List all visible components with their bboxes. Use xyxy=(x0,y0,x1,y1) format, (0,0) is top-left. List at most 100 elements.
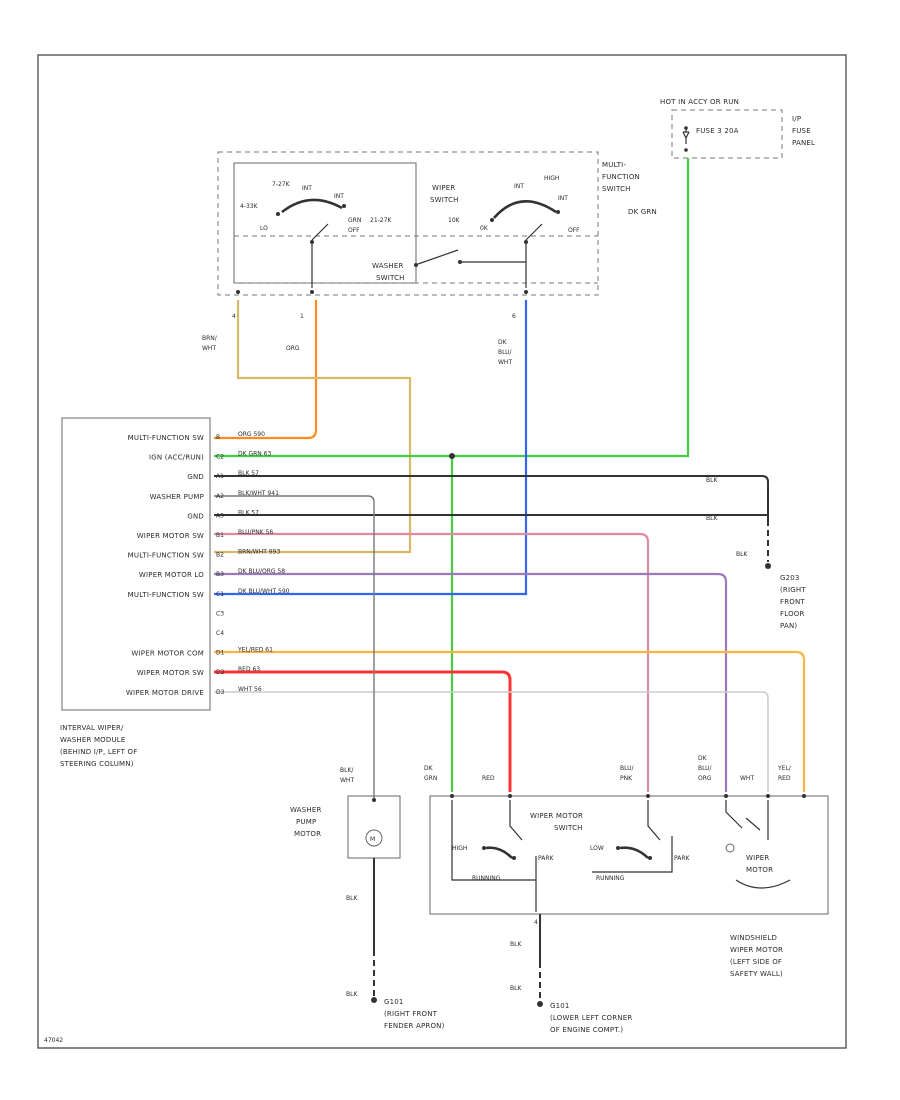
pump-ground-2: (RIGHT FRONT xyxy=(384,1010,438,1018)
module-row-wire: BLU/PNK 56 xyxy=(238,529,273,536)
module-row-label: GND xyxy=(187,473,204,481)
module-row-pin: B xyxy=(216,434,220,441)
left-pos-6: OFF xyxy=(348,227,360,234)
module-row-label: IGN (ACC/RUN) xyxy=(149,454,204,462)
multi-function-switch: MULTI- FUNCTION SWITCH WIPER SWITCH 7-27… xyxy=(202,151,657,366)
module-desc-2: WASHER MODULE xyxy=(60,736,126,744)
module-row-pin: B2 xyxy=(216,552,224,559)
pump-wire-1: BLK/ xyxy=(340,767,354,774)
wire-yellow xyxy=(214,650,806,792)
left-pos-4: INT xyxy=(334,193,344,200)
motor-wire-c1: BLU/ xyxy=(620,765,635,772)
module-row-pin: D1 xyxy=(216,650,225,657)
switch-pin-b: 1 xyxy=(300,313,304,320)
panel-label-1: I/P xyxy=(792,115,801,123)
motor-wire-a1: DK xyxy=(424,765,434,772)
module-row-pin: C3 xyxy=(216,610,224,617)
wire-pink xyxy=(214,532,650,792)
motor-high: HIGH xyxy=(452,845,467,852)
motor-park-2: PARK xyxy=(674,855,691,862)
module-row-label: WIPER MOTOR SW xyxy=(137,532,204,540)
right-pos-1: 21-27K xyxy=(370,217,392,224)
pump-blk-2: BLK xyxy=(346,991,358,998)
wire-blue xyxy=(214,300,528,596)
motor-desc-4: SAFETY WALL) xyxy=(730,970,783,978)
wire-green xyxy=(214,158,690,458)
pump-name-2: PUMP xyxy=(296,818,316,826)
left-pos-2: 4-33K xyxy=(240,203,259,210)
wire-purple xyxy=(214,572,728,792)
left-pos-1: 7-27K xyxy=(272,181,291,188)
right-pos-7: OFF xyxy=(568,227,580,234)
motor-wire-f1: YEL/ xyxy=(777,765,792,772)
pump-name-3: MOTOR xyxy=(294,830,321,838)
module-row-label: MULTI-FUNCTION SW xyxy=(128,434,204,442)
blk-label-3: BLK xyxy=(736,551,748,558)
wires xyxy=(214,158,806,792)
module-row-wire: BLK 57 xyxy=(238,470,259,477)
motor-running-2: RUNNING xyxy=(596,875,625,882)
pump-m: M xyxy=(370,836,375,843)
module-row-pin: D2 xyxy=(216,669,225,676)
washer-switch-label-1: WASHER xyxy=(372,262,404,270)
g203-desc-4: FLOOR xyxy=(780,610,805,618)
module-desc-4: STEERING COLUMN) xyxy=(60,760,134,768)
wire-orange xyxy=(214,300,318,440)
module-row-pin: C2 xyxy=(216,454,224,461)
left-pos-5: LO xyxy=(260,225,268,232)
module-row-pin: C1 xyxy=(216,591,224,598)
ground-g203: BLK BLK BLK G203 (RIGHT FRONT FLOOR PAN) xyxy=(706,477,806,630)
motor-wire-a2: GRN xyxy=(424,775,437,782)
module-row-label: WIPER MOTOR SW xyxy=(137,669,204,677)
module-row-pin: A2 xyxy=(216,493,224,500)
module-row-label: GND xyxy=(187,512,204,520)
module-row-wire: YEL/RED 61 xyxy=(237,647,273,654)
motor-name-2: MOTOR xyxy=(746,866,773,874)
motor-desc-1: WINDSHIELD xyxy=(730,934,777,942)
module-row-wire: BLK/WHT 941 xyxy=(238,490,279,497)
module-row-label: WIPER MOTOR DRIVE xyxy=(126,689,204,697)
module-row-wire: DK GRN 63 xyxy=(238,451,271,458)
motor-wire-d3: ORG xyxy=(698,775,712,782)
right-pos-8: GRN xyxy=(348,217,361,224)
motor-pin-4: 4 xyxy=(534,919,538,926)
hot-label: HOT IN ACCY OR RUN xyxy=(660,98,739,106)
wire-label-blu: BLU/ xyxy=(498,349,513,356)
panel-label-2: FUSE xyxy=(792,127,811,135)
motor-ground-3: OF ENGINE COMPT.) xyxy=(550,1026,623,1034)
module-row-label: WIPER MOTOR LO xyxy=(139,571,204,579)
wiper-motor-assembly: DK GRN RED BLU/ PNK DK BLU/ ORG WHT YEL/… xyxy=(424,755,829,1034)
g203-desc-3: FRONT xyxy=(780,598,805,606)
module-row-pin: A1 xyxy=(216,473,224,480)
switch-name-2: FUNCTION xyxy=(602,173,640,181)
module-row-wire: WHT 56 xyxy=(238,686,262,693)
motor-switch-name-2: SWITCH xyxy=(554,824,583,832)
module-row-pin: B3 xyxy=(216,571,224,578)
pump-wire-2: WHT xyxy=(340,777,354,784)
module-row-wire: DK BLU/ORG 58 xyxy=(238,568,285,575)
g203-desc-5: PAN) xyxy=(780,622,797,630)
module-row-wire: ORG 590 xyxy=(238,431,265,438)
motor-wire-e: WHT xyxy=(740,775,754,782)
module-desc-1: INTERVAL WIPER/ xyxy=(60,724,124,732)
motor-ground-2: (LOWER LEFT CORNER xyxy=(550,1014,632,1022)
right-pos-6: INT xyxy=(558,195,568,202)
panel-label-3: PANEL xyxy=(792,139,815,147)
washer-switch-label-2: SWITCH xyxy=(376,274,405,282)
wiper-switch-label-1: WIPER xyxy=(432,184,456,192)
motor-wire-c2: PNK xyxy=(620,775,633,782)
wire-tan xyxy=(214,300,412,554)
wiper-switch-label-2: SWITCH xyxy=(430,196,459,204)
module-row-wire: BLK 57 xyxy=(238,509,259,516)
motor-running-1: RUNNING xyxy=(472,875,501,882)
module-row-label: MULTI-FUNCTION SW xyxy=(128,552,204,560)
motor-wire-b: RED xyxy=(482,775,495,782)
wire-label-wht: WHT xyxy=(202,345,216,352)
wire-white xyxy=(214,691,769,792)
pump-ground-1: G101 xyxy=(384,998,404,1006)
motor-ground-blk-2: BLK xyxy=(510,985,522,992)
fuse-block: HOT IN ACCY OR RUN FUSE 3 20A I/P FUSE P… xyxy=(660,98,815,159)
motor-low: LOW xyxy=(590,845,604,852)
